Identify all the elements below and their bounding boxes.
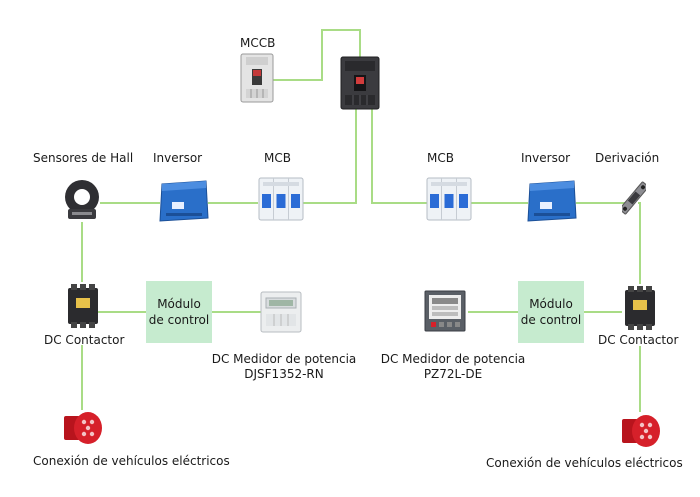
shunt-label: Derivación: [595, 151, 660, 165]
inverter-left-icon: [158, 180, 210, 222]
mcb-left-label: MCB: [264, 151, 291, 165]
shunt-icon: [622, 178, 646, 218]
inverter-right-icon: [526, 180, 578, 222]
control-module-left-line2: de control: [148, 313, 210, 327]
control-module-right-line2: de control: [520, 313, 582, 327]
contactor-left-icon: [66, 282, 100, 330]
mcb-right-label: MCB: [427, 151, 454, 165]
ev-plug-right-icon: [620, 411, 662, 451]
mccb-icon: [240, 53, 274, 103]
meter-right-label-line1: DC Medidor de potencia: [380, 352, 526, 366]
mccb-label: MCCB: [240, 36, 276, 50]
control-module-right: Módulo de control: [518, 281, 584, 343]
mcb-left-icon: [258, 176, 304, 222]
ev-connection-left-label: Conexión de vehículos eléctricos: [33, 454, 230, 468]
control-module-left: Módulo de control: [146, 281, 212, 343]
meter-left-label-line1: DC Medidor de potencia: [211, 352, 357, 366]
meter-left-label-line2: DJSF1352-RN: [244, 367, 324, 381]
control-module-right-line1: Módulo: [529, 297, 573, 311]
wire-main-left: [302, 108, 357, 204]
control-module-left-line1: Módulo: [157, 297, 201, 311]
main-breaker-icon: [340, 56, 380, 110]
hall-sensor-icon: [60, 177, 104, 221]
meter-left-icon: [260, 290, 302, 334]
wire-mccb-main: [270, 29, 361, 81]
ev-plug-left-icon: [62, 408, 104, 448]
mcb-right-icon: [426, 176, 472, 222]
wire-shunt-contactor: [638, 202, 641, 284]
hall-sensor-label: Sensores de Hall: [33, 151, 134, 165]
contactor-right-icon: [623, 284, 657, 332]
contactor-right-label: DC Contactor: [598, 333, 679, 347]
meter-right-icon: [424, 290, 466, 332]
wire-main-right: [371, 108, 428, 204]
contactor-left-label: DC Contactor: [44, 333, 125, 347]
inverter-left-label: Inversor: [153, 151, 203, 165]
inverter-right-label: Inversor: [521, 151, 571, 165]
ev-connection-right-label: Conexión de vehículos eléctricos: [486, 456, 683, 470]
meter-right-label-line2: PZ72L-DE: [423, 367, 483, 381]
